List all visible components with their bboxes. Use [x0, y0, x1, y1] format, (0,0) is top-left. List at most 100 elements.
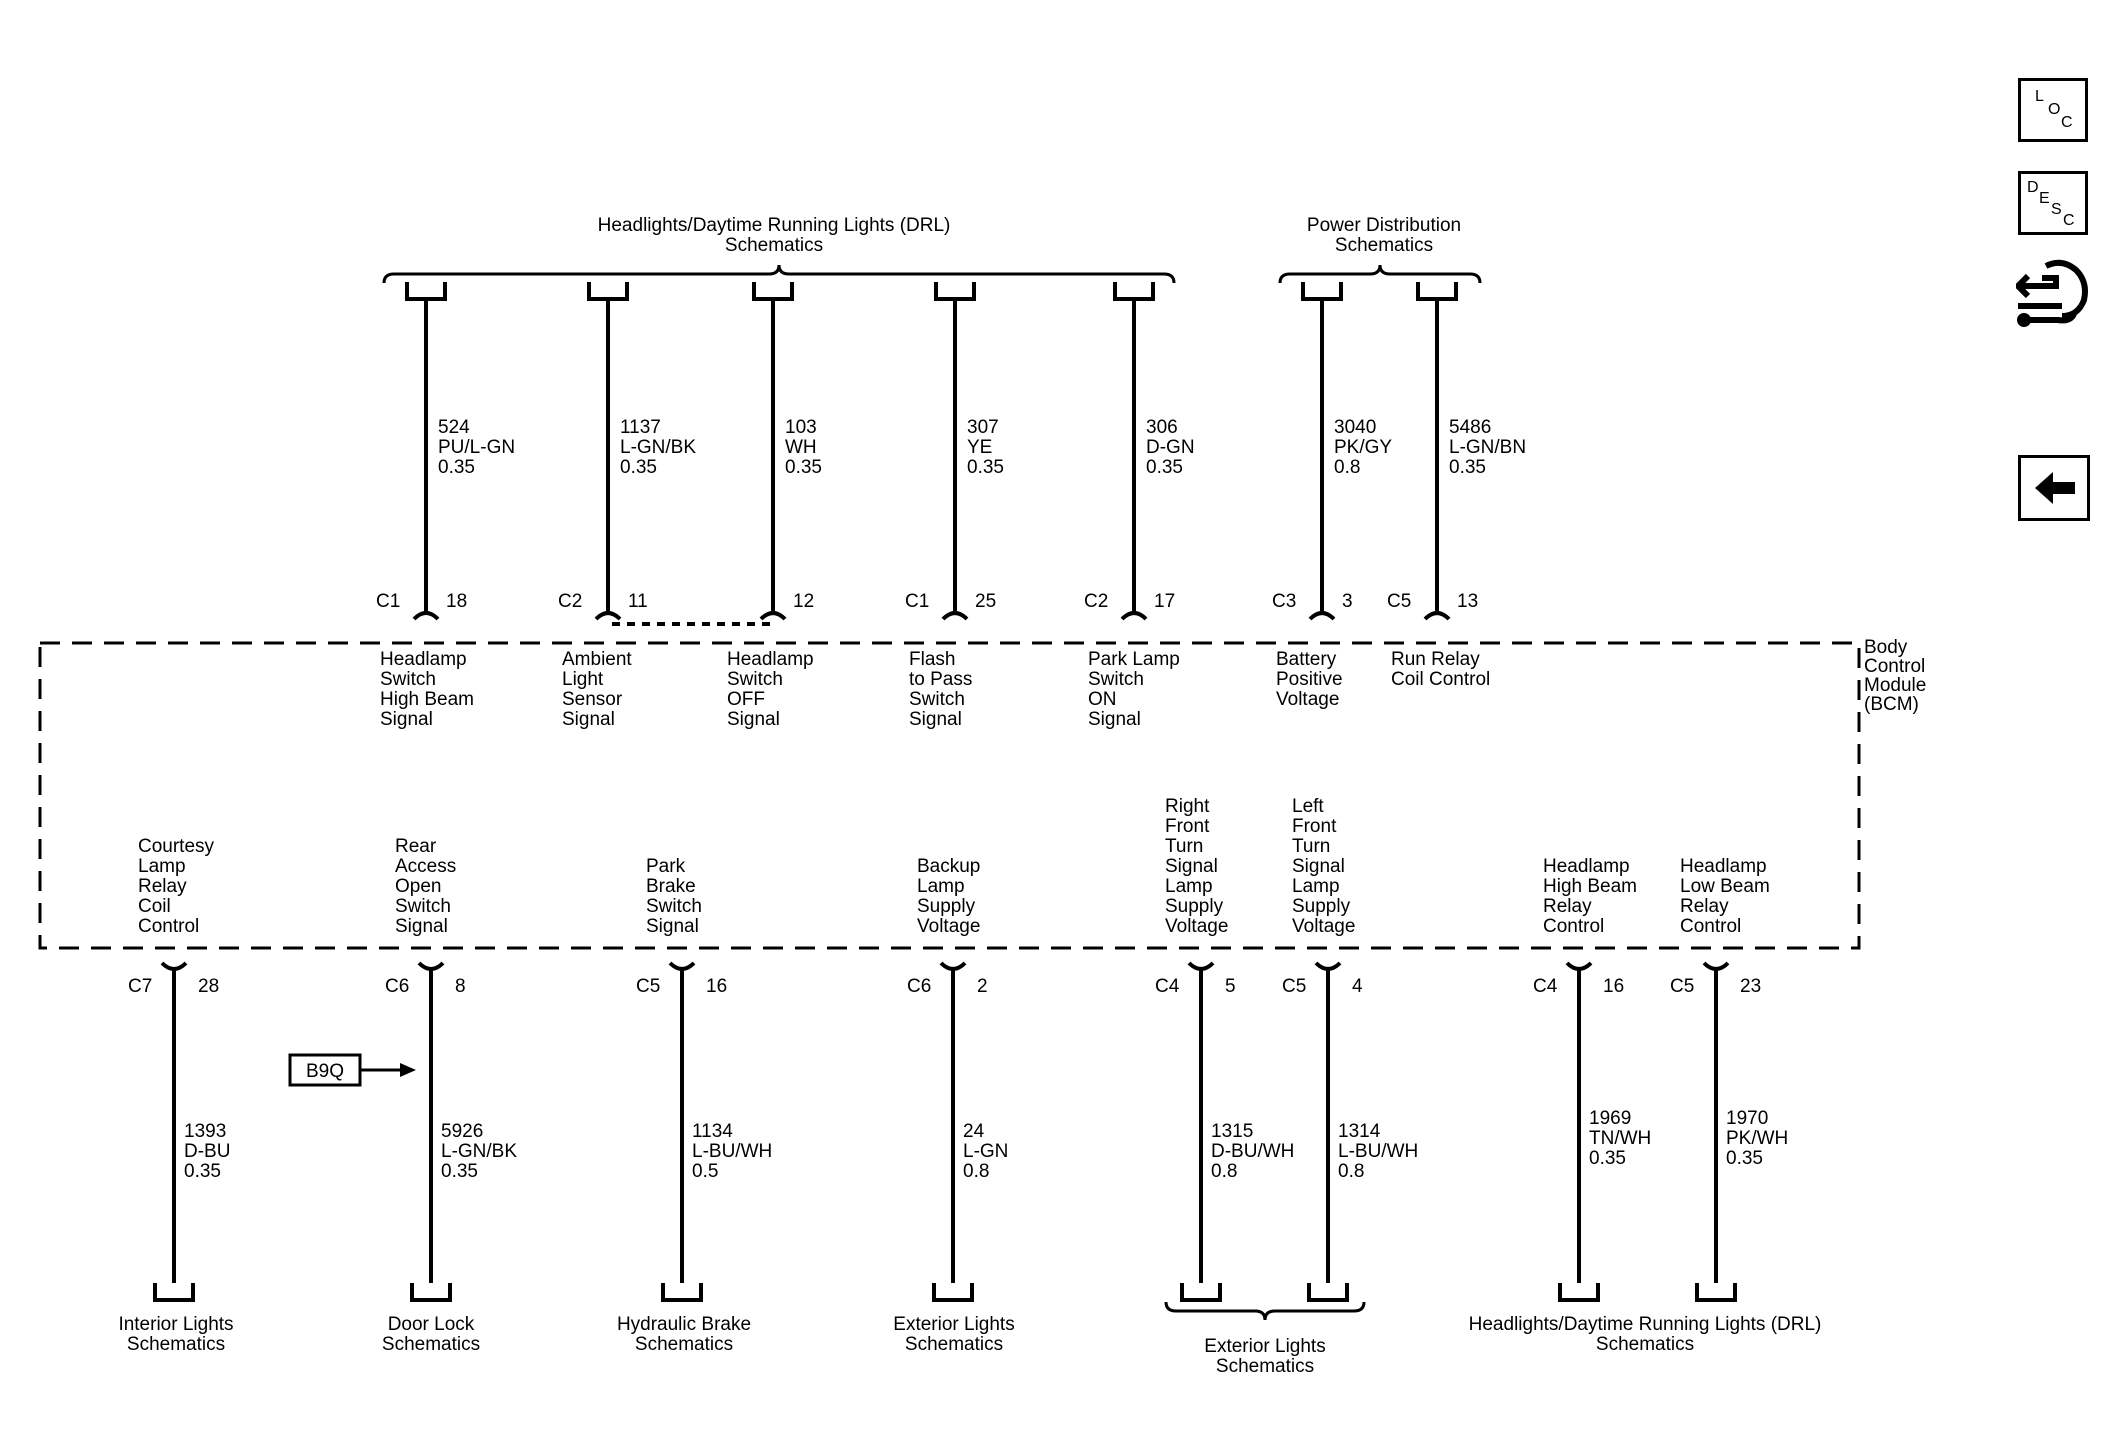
wire-color: L-BU/WH: [1338, 1141, 1418, 1162]
bottom-terminal: [661, 1283, 703, 1302]
bottom-reference-label: Interior Lights: [118, 1314, 233, 1335]
pin-function-label: Switch: [646, 896, 702, 917]
pin-function-label: Light: [562, 669, 604, 690]
pin-number: 23: [1740, 976, 1761, 997]
wire-gauge: 0.35: [1146, 457, 1183, 478]
pin-function-label: Switch: [727, 669, 783, 690]
connector-id: C5: [1670, 976, 1694, 997]
pin-function-label: Signal: [1292, 856, 1345, 877]
bottom-reference-label: Schematics: [905, 1334, 1003, 1355]
wire-color: PU/L-GN: [438, 437, 515, 458]
pin-function-label: Front: [1165, 816, 1210, 837]
wire-gauge: 0.5: [692, 1161, 718, 1182]
wire-color: PK/GY: [1334, 437, 1392, 458]
pin-function-label: Battery: [1276, 649, 1337, 670]
top-connector-socket: [941, 611, 969, 621]
wire-circuit-number: 1137: [620, 417, 661, 438]
bottom-connector-socket: [668, 961, 696, 971]
pin-function-label: Sensor: [562, 689, 623, 710]
bottom-reference-label: Schematics: [127, 1334, 225, 1355]
wire-circuit-number: 3040: [1334, 417, 1376, 438]
bottom-connector-socket: [1314, 961, 1342, 971]
pin-number: 5: [1225, 976, 1236, 997]
connector-id: C5: [1282, 976, 1306, 997]
top-terminal: [934, 282, 976, 301]
bottom-connector-socket: [939, 961, 967, 971]
pin-function-label: Relay: [1543, 896, 1592, 917]
pin-function-label: Turn: [1165, 836, 1203, 857]
connector-id: C4: [1155, 976, 1180, 997]
bottom-terminal: [1180, 1283, 1222, 1302]
wire-gauge: 0.8: [1334, 457, 1360, 478]
top-group-label: Schematics: [1335, 235, 1433, 256]
pin-function-label: Signal: [562, 709, 615, 730]
pin-number: 28: [198, 976, 219, 997]
top-group-brace: [382, 264, 1176, 284]
pin-function-label: Headlamp: [380, 649, 467, 670]
pin-function-label: Signal: [380, 709, 433, 730]
bottom-reference-label: Schematics: [1216, 1356, 1314, 1377]
wire-gauge: 0.8: [963, 1161, 989, 1182]
loc-letter-l: L: [2035, 88, 2044, 105]
pin-function-label: Voltage: [1165, 916, 1228, 937]
pin-number: 11: [628, 591, 648, 612]
description-button[interactable]: D E S C: [2018, 171, 2088, 235]
bottom-reference-label: Headlights/Daytime Running Lights (DRL): [1469, 1314, 1822, 1335]
pin-function-label: Headlamp: [727, 649, 814, 670]
pin-function-label: Open: [395, 876, 441, 897]
pin-function-label: Control: [1543, 916, 1604, 937]
wire-color: D-BU/WH: [1211, 1141, 1294, 1162]
wire-circuit-number: 307: [967, 417, 999, 438]
connector-id: C3: [1272, 591, 1296, 612]
wire-circuit-number: 1393: [184, 1121, 226, 1142]
wire-color: L-GN: [963, 1141, 1008, 1162]
top-group-label: Power Distribution: [1307, 215, 1461, 236]
pin-function-label: Supply: [917, 896, 976, 917]
bottom-reference-label: Schematics: [635, 1334, 733, 1355]
module-name: (BCM): [1864, 694, 1919, 715]
wire-color: L-GN/BN: [1449, 437, 1526, 458]
pin-function-label: Lamp: [1292, 876, 1340, 897]
pin-function-label: Backup: [917, 856, 980, 877]
pin-function-label: Courtesy: [138, 836, 215, 857]
bottom-terminal: [410, 1283, 452, 1302]
wire-circuit-number: 103: [785, 417, 817, 438]
wire-gauge: 0.35: [1726, 1148, 1763, 1169]
diagnostic-hand-icon[interactable]: [2013, 256, 2092, 338]
pin-function-label: ON: [1088, 689, 1117, 710]
pin-function-label: Switch: [395, 896, 451, 917]
top-group-brace: [1278, 264, 1482, 284]
pin-function-label: Ambient: [562, 649, 632, 670]
top-terminal: [1416, 282, 1458, 301]
bottom-reference-label: Schematics: [1596, 1334, 1694, 1355]
connector-id: C1: [376, 591, 400, 612]
pin-function-label: Signal: [1088, 709, 1141, 730]
bottom-reference-label: Schematics: [382, 1334, 480, 1355]
location-button[interactable]: L O C: [2018, 78, 2088, 142]
module-name: Module: [1864, 675, 1926, 696]
wire-circuit-number: 1134: [692, 1121, 733, 1142]
wire-circuit-number: 5486: [1449, 417, 1491, 438]
wire-color: L-GN/BK: [441, 1141, 517, 1162]
pin-function-label: Right: [1165, 796, 1210, 817]
wire-gauge: 0.35: [967, 457, 1004, 478]
top-terminal: [587, 282, 629, 301]
pin-function-label: Turn: [1292, 836, 1330, 857]
connector-id: C6: [385, 976, 409, 997]
pin-number: 18: [446, 591, 467, 612]
module-name: Control: [1864, 656, 1925, 677]
pin-function-label: Voltage: [1276, 689, 1339, 710]
back-arrow-icon: [2035, 472, 2075, 504]
back-button[interactable]: [2018, 455, 2090, 521]
pin-function-label: Access: [395, 856, 456, 877]
pin-number: 13: [1457, 591, 1478, 612]
wire-circuit-number: 1314: [1338, 1121, 1381, 1142]
pin-function-label: Switch: [380, 669, 436, 690]
wire-color: D-GN: [1146, 437, 1195, 458]
pin-number: 8: [455, 976, 466, 997]
bottom-connector-socket: [1187, 961, 1215, 971]
top-schematic-references: Headlights/Daytime Running Lights (DRL)S…: [382, 215, 1482, 284]
